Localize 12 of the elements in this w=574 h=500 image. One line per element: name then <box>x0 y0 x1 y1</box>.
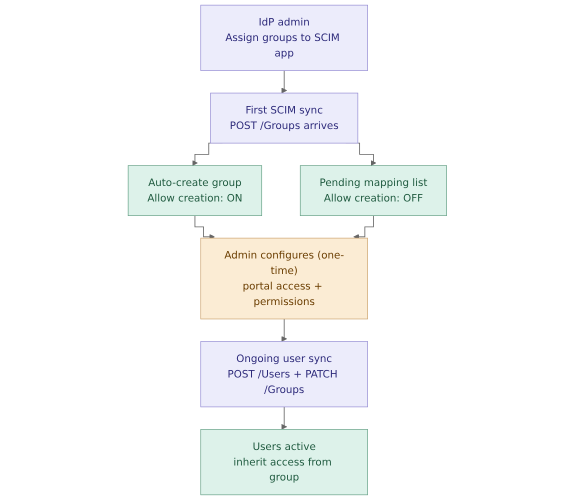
arrow <box>194 215 215 240</box>
node-box: IdP admin Assign groups to SCIM app <box>200 4 368 71</box>
arrow <box>280 406 287 430</box>
node-box: Ongoing user sync POST /Users + PATCH /Groups <box>200 341 368 408</box>
node-box: First SCIM sync POST /Groups arrives <box>210 92 358 144</box>
arrow <box>353 215 374 240</box>
arrow <box>280 70 287 94</box>
node-box: Pending mapping list Allow creation: OFF <box>300 165 447 216</box>
node-box: Auto-create group Allow creation: ON <box>127 165 262 216</box>
node-box: Users active inherit access from group <box>200 429 368 496</box>
arrow <box>280 318 287 342</box>
node-box: Admin configures (one-time) portal access + permissions <box>200 238 368 320</box>
